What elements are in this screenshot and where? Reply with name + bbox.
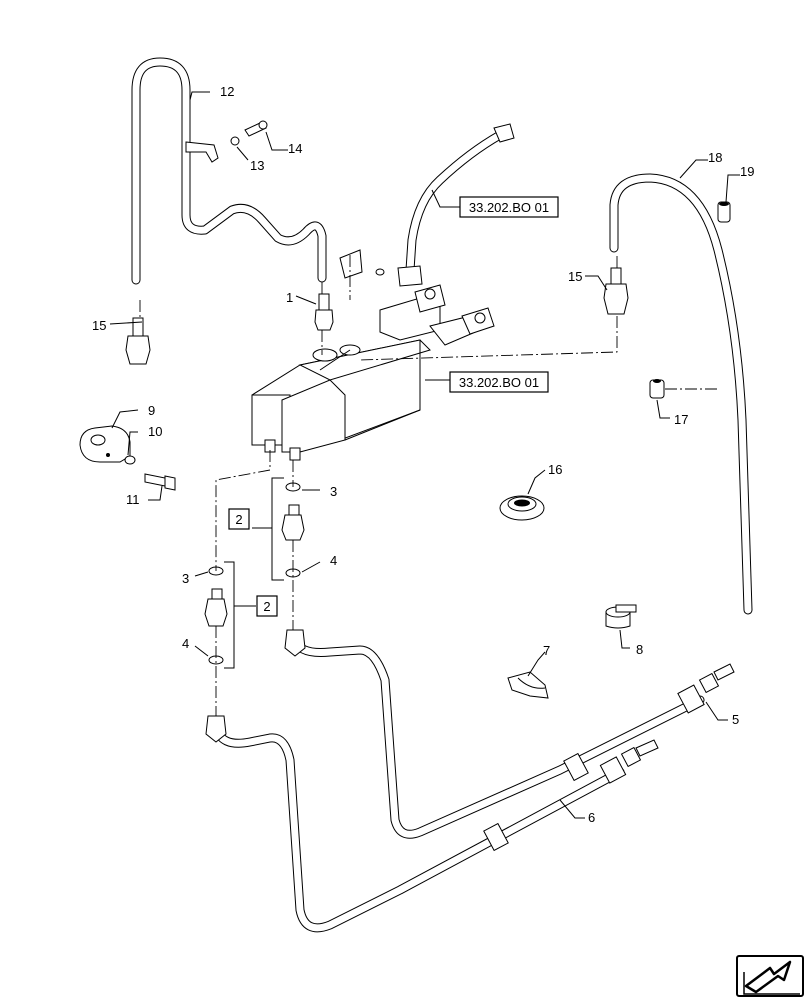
reference-box-top[interactable]: 33.202.BO 01: [459, 196, 559, 218]
callout-1[interactable]: 1: [286, 290, 293, 305]
callout-11[interactable]: 11: [126, 492, 140, 507]
callout-box-2-upper[interactable]: 2: [228, 508, 250, 530]
svg-text:2: 2: [263, 599, 270, 614]
callout-15-left[interactable]: 15: [92, 318, 106, 333]
callout-7[interactable]: 7: [543, 643, 550, 658]
fitting-1[interactable]: [314, 293, 334, 331]
callout-13[interactable]: 13: [250, 158, 264, 173]
supply-hose[interactable]: [397, 123, 515, 287]
callout-8[interactable]: 8: [636, 642, 643, 657]
callout-14[interactable]: 14: [288, 141, 302, 156]
callout-16[interactable]: 16: [548, 462, 562, 477]
callout-box-2-lower[interactable]: 2: [256, 595, 278, 617]
callout-17[interactable]: 17: [674, 412, 688, 427]
hose-18[interactable]: [609, 173, 753, 615]
reference-box-mid[interactable]: 33.202.BO 01: [449, 371, 549, 393]
bolt-11[interactable]: [144, 473, 176, 491]
callout-18[interactable]: 18: [708, 150, 722, 165]
callout-10[interactable]: 10: [148, 424, 162, 439]
line-6[interactable]: [205, 715, 659, 933]
callout-12[interactable]: 12: [220, 84, 234, 99]
nut-17[interactable]: [649, 379, 665, 399]
callout-6[interactable]: 6: [588, 810, 595, 825]
fitting-15-right[interactable]: [603, 267, 629, 315]
callout-5[interactable]: 5: [732, 712, 739, 727]
callout-9[interactable]: 9: [148, 403, 155, 418]
bracket-13-14[interactable]: [185, 120, 268, 163]
callout-3-lower[interactable]: 3: [182, 571, 189, 586]
svg-text:2: 2: [235, 512, 242, 527]
callout-3-upper[interactable]: 3: [330, 484, 337, 499]
line-5[interactable]: [284, 629, 735, 839]
control-valve[interactable]: [251, 249, 495, 461]
grommet-16[interactable]: [499, 495, 545, 521]
callout-19[interactable]: 19: [740, 164, 754, 179]
fitting-15-left[interactable]: [125, 317, 151, 365]
clamp-9[interactable]: [79, 425, 131, 463]
washer-10[interactable]: [124, 455, 136, 465]
clip-8[interactable]: [605, 604, 637, 629]
callout-15-right[interactable]: 15: [568, 269, 582, 284]
svg-text:33.202.BO 01: 33.202.BO 01: [469, 200, 549, 215]
arrow-page-icon[interactable]: [736, 955, 804, 997]
tube-12[interactable]: [131, 57, 327, 285]
svg-text:33.202.BO 01: 33.202.BO 01: [459, 375, 539, 390]
callout-4-upper[interactable]: 4: [330, 553, 337, 568]
plug-19[interactable]: [717, 201, 731, 223]
callout-4-lower[interactable]: 4: [182, 636, 189, 651]
